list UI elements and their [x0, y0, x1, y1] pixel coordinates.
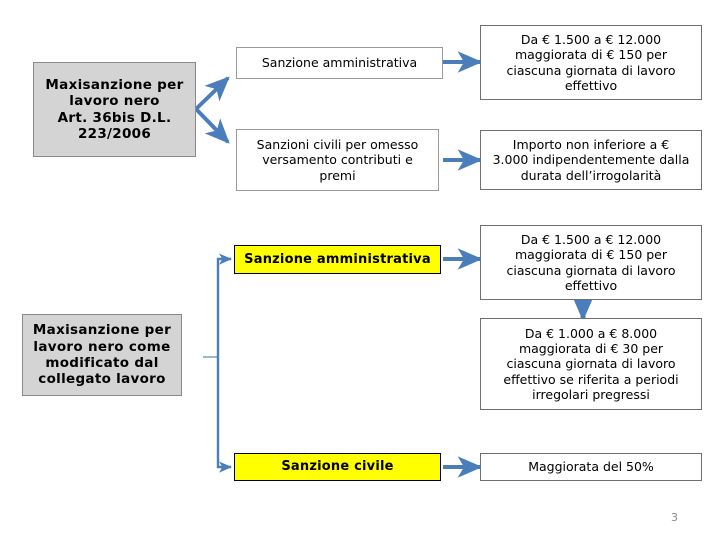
- result-sanzione-civile-modificata-box[interactable]: Maggiorata del 50%: [480, 453, 702, 481]
- result-sanzioni-civili-original-box[interactable]: Importo non inferiore a € 3.000 indipend…: [480, 130, 702, 190]
- sanzioni-civili-original-box[interactable]: Sanzioni civili per omesso versamento co…: [236, 129, 439, 191]
- sanzione-civile-modificata-label: Sanzione civile: [281, 459, 394, 475]
- sanzione-amministrativa-modificata-label: Sanzione amministrativa: [244, 251, 431, 267]
- sanzione-amministrativa-original-label: Sanzione amministrativa: [261, 55, 418, 71]
- maxisanzione-modificata-label: Maxisanzione per lavoro nero come modifi…: [32, 322, 172, 388]
- maxisanzione-original-label: Maxisanzione per lavoro nero Art. 36bis …: [45, 76, 184, 142]
- result-sanzione-amministrativa-original-box[interactable]: Da € 1.500 a € 12.000 maggiorata di € 15…: [480, 25, 702, 100]
- sanzione-amministrativa-modificata-box[interactable]: Sanzione amministrativa: [234, 245, 441, 274]
- connector-source2-to-yellow1: [216, 253, 232, 357]
- arrow-source1-to-branch2: [194, 107, 230, 144]
- result-sanzione-civile-modificata-label: Maggiorata del 50%: [528, 459, 654, 475]
- result-sanzione-amministrativa-modificata-box[interactable]: Da € 1.500 a € 12.000 maggiorata di € 15…: [480, 225, 702, 300]
- arrow-source1-to-branch1: [194, 76, 230, 111]
- page-number: 3: [671, 511, 678, 524]
- maxisanzione-modificata-box[interactable]: Maxisanzione per lavoro nero come modifi…: [22, 314, 182, 396]
- result-sanzione-amministrativa-original-label: Da € 1.500 a € 12.000 maggiorata di € 15…: [506, 32, 676, 93]
- result-periodi-pregressi-label: Da € 1.000 a € 8.000 maggiorata di € 30 …: [503, 325, 679, 402]
- sanzioni-civili-original-label: Sanzioni civili per omesso versamento co…: [256, 137, 419, 183]
- result-sanzioni-civili-original-label: Importo non inferiore a € 3.000 indipend…: [492, 137, 690, 183]
- sanzione-civile-modificata-box[interactable]: Sanzione civile: [234, 453, 441, 481]
- sanzione-amministrativa-original-box[interactable]: Sanzione amministrativa: [236, 47, 443, 79]
- result-sanzione-amministrativa-modificata-label: Da € 1.500 a € 12.000 maggiorata di € 15…: [506, 232, 676, 293]
- result-periodi-pregressi-box[interactable]: Da € 1.000 a € 8.000 maggiorata di € 30 …: [480, 318, 702, 410]
- maxisanzione-original-box[interactable]: Maxisanzione per lavoro nero Art. 36bis …: [33, 62, 196, 157]
- connector-source2-to-yellow2: [216, 357, 232, 473]
